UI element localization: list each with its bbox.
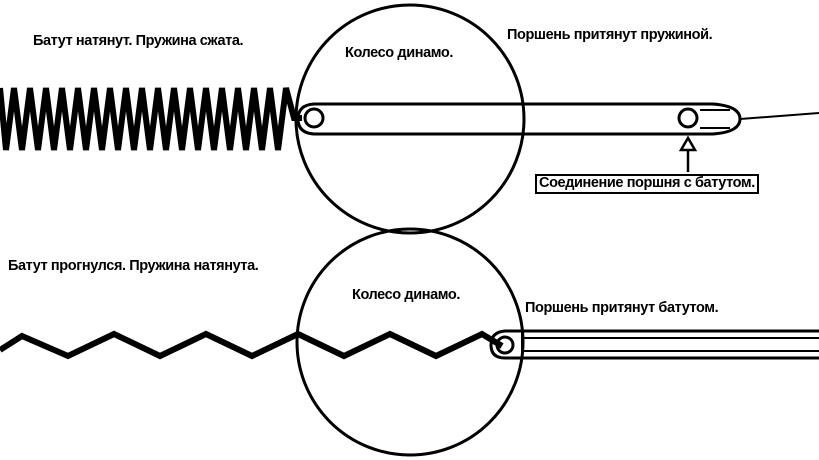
top-left-caption: Батут натянут. Пружина сжата. — [33, 33, 244, 49]
bottom-left-caption: Батут прогнулся. Пружина натянута. — [8, 258, 259, 274]
top-wheel-label: Колесо динамо. — [345, 45, 453, 61]
bottom-right-caption: Поршень притянут батутом. — [525, 300, 719, 316]
connection-label: Соединение поршня с батутом. — [535, 174, 759, 194]
bottom-piston-rod — [489, 329, 819, 360]
bottom-spring — [0, 330, 504, 360]
connection-pointer-arrowhead — [678, 135, 698, 152]
top-dynamo-wheel — [294, 3, 526, 235]
top-pivot-left — [303, 107, 325, 129]
top-pivot-right — [677, 107, 699, 129]
top-piston-rod — [296, 102, 742, 136]
bottom-assembly — [0, 227, 819, 457]
top-right-caption: Поршень притянут пружиной. — [507, 27, 713, 43]
top-trampoline-line — [739, 112, 819, 120]
top-spring — [0, 87, 302, 151]
top-assembly — [0, 3, 819, 235]
bottom-pivot — [495, 335, 515, 355]
bottom-wheel-label: Колесо динамо. — [352, 287, 460, 303]
